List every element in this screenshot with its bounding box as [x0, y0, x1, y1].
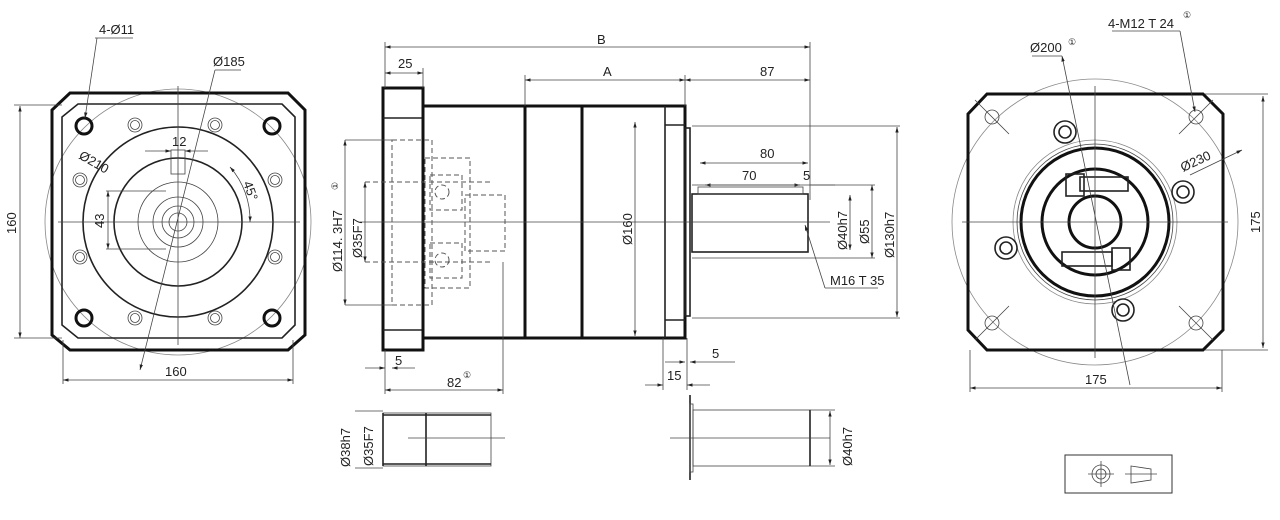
angle-label: 45°	[240, 179, 261, 203]
shaft-length-label: 80	[760, 146, 774, 161]
outer-flange	[50, 91, 307, 352]
first-angle-cone-icon	[1125, 465, 1157, 484]
width-label: 160	[165, 364, 187, 379]
body-dia-label: Ø160	[620, 213, 635, 245]
body-length-label: A	[603, 64, 612, 79]
bore-pilot-note: ①	[330, 182, 340, 190]
key-height-label: 43	[92, 214, 107, 228]
shaft-detail-dia-label: Ø40h7	[840, 427, 855, 466]
output-shaft	[691, 193, 809, 253]
pilot-dia-label: Ø130h7	[882, 212, 897, 258]
hidden-lines	[365, 139, 506, 306]
bore-dia-label: Ø35F7	[350, 218, 365, 258]
rear-pcd-label: Ø200	[1030, 40, 1062, 55]
shaft-detail: Ø40h7	[670, 395, 855, 480]
input-flange	[381, 86, 425, 352]
rear-flange	[966, 92, 1225, 352]
side-view: B 25 A 87 80 70 5 Ø160 Ø114. 3H7 ① Ø35F7…	[330, 32, 900, 394]
front-view: 4-Ø11 Ø185 Ø210 12 43 45° 160 160	[4, 22, 312, 384]
shoulder-dia-label: Ø55	[857, 219, 872, 244]
projection-symbol	[1064, 454, 1173, 494]
holes-label: 4-Ø11	[99, 22, 134, 37]
rear-threaded-holes	[994, 120, 1195, 322]
key-length-label: 70	[742, 168, 756, 183]
key-width-label: 12	[172, 134, 186, 149]
rear-holes-label: 4-M12 T 24	[1108, 16, 1174, 31]
rear-holes-note: ①	[1183, 10, 1191, 20]
rear-width-label: 175	[1085, 372, 1107, 387]
mounting-holes	[72, 116, 283, 328]
inner-flange	[61, 103, 296, 339]
shaft-section-label: 87	[760, 64, 774, 79]
rear-view: 4-M12 T 24 ① Ø200 ① Ø230 175 175	[951, 10, 1268, 392]
sleeve-inner-label: Ø35F7	[361, 426, 376, 466]
sleeve-detail: Ø38h7 Ø35F7	[338, 410, 505, 469]
rear-holes	[974, 99, 1214, 341]
input-depth-note: ①	[463, 370, 471, 380]
bore-pilot-label: Ø114. 3H7	[330, 210, 345, 272]
first-angle-circle-icon	[1088, 461, 1114, 487]
thread-label: M16 T 35	[830, 273, 884, 288]
flange-dia-label: Ø210	[77, 148, 112, 177]
flange-step-label: 5	[395, 353, 402, 368]
sleeve-outer-label: Ø38h7	[338, 428, 353, 467]
input-depth-label: 82	[447, 375, 461, 390]
flange-thickness-label: 25	[398, 56, 412, 71]
rear-height-label: 175	[1248, 211, 1263, 233]
pcd-label: Ø185	[213, 54, 245, 69]
output-step-label: 5	[712, 346, 719, 361]
overall-length-label: B	[597, 32, 606, 47]
shaft-key	[697, 186, 804, 195]
height-label: 160	[4, 212, 19, 234]
shaft-dia-label: Ø40h7	[835, 211, 850, 250]
output-flange-label: 15	[667, 368, 681, 383]
rear-flange-dia-label: Ø230	[1178, 148, 1213, 175]
key-offset-label: 5	[803, 168, 810, 183]
rear-pcd-note: ①	[1068, 37, 1076, 47]
